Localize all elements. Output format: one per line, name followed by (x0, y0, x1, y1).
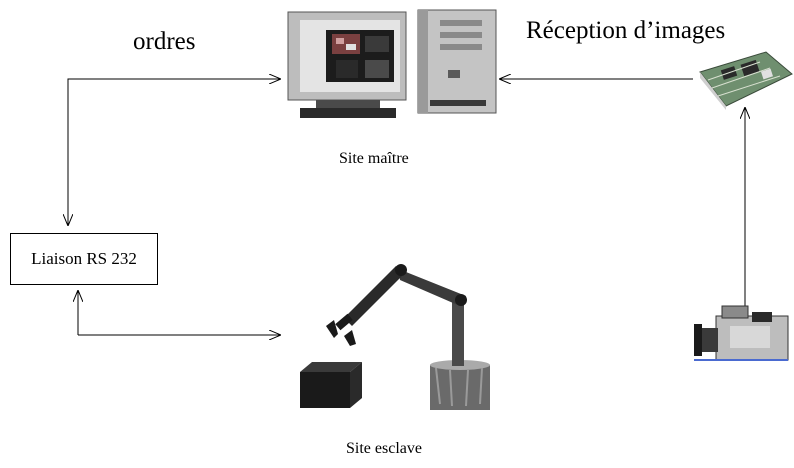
rs232-link-box: Liaison RS 232 (10, 233, 158, 285)
rs232-link-label: Liaison RS 232 (31, 249, 137, 268)
computer-icon (287, 9, 497, 118)
video-capture-card-icon (699, 51, 793, 110)
orders-label: ordres (133, 28, 196, 55)
slave-site-label: Site esclave (346, 440, 422, 457)
connector-rs232-slave (78, 291, 280, 335)
robot-arm-icon (300, 264, 490, 410)
connector-master-rs232 (68, 79, 280, 225)
master-site-label: Site maître (339, 150, 409, 167)
image-reception-label: Réception d’images (526, 17, 726, 44)
arrow-to-rs232 (68, 78, 280, 225)
video-camera-icon (694, 305, 789, 361)
